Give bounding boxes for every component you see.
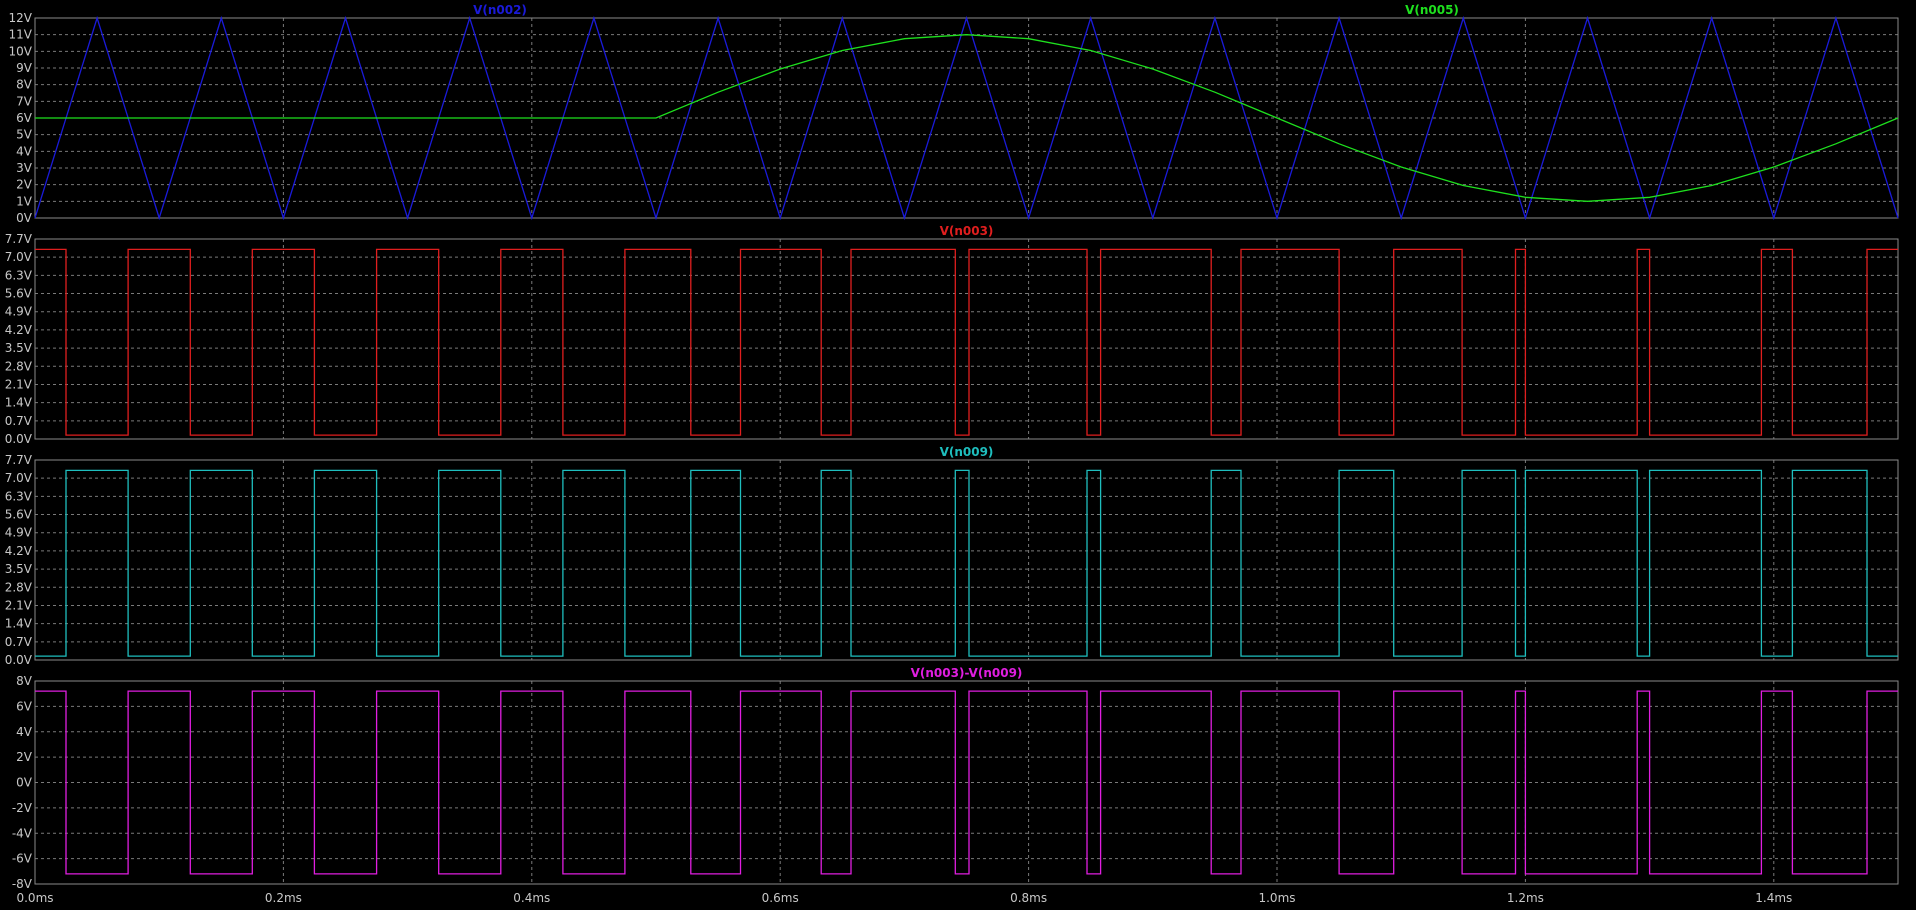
y-tick-label: 5.6V (5, 287, 33, 301)
y-tick-label: 4V (16, 725, 33, 739)
y-tick-label: 6V (16, 111, 33, 125)
trace-title: V(n002) (473, 3, 527, 17)
x-tick-label: 0.4ms (513, 891, 550, 905)
y-tick-label: 0.7V (5, 635, 33, 649)
y-tick-label: 6.3V (5, 268, 33, 282)
y-tick-label: -2V (12, 801, 33, 815)
y-tick-label: 6V (16, 699, 33, 713)
y-tick-label: 7.7V (5, 453, 33, 467)
x-tick-label: 0.6ms (762, 891, 799, 905)
y-tick-label: 10V (9, 44, 33, 58)
pane-frame (34, 680, 1899, 885)
y-tick-label: 7.7V (5, 232, 33, 246)
series-trace-v-n005- (35, 34, 1899, 202)
y-tick-label: 8V (16, 674, 33, 688)
y-tick-label: 1.4V (5, 396, 33, 410)
y-tick-label: 0.7V (5, 414, 33, 428)
plot-pane-2: 0.0V 0.7V 1.4V 2.1V 2.8V 3.5V 4.2V 4.9V 5.6V 6.3V… (5, 224, 1899, 446)
trace-title: V(n003)-V(n009) (911, 666, 1023, 680)
y-tick-label: 3.5V (5, 562, 33, 576)
y-tick-label: 0V (16, 776, 33, 790)
y-tick-label: 2.1V (5, 377, 33, 391)
y-tick-label: 0V (16, 211, 33, 225)
y-tick-label: 3V (16, 161, 33, 175)
y-tick-label: -4V (12, 826, 33, 840)
plot-pane-1: 0V 1V 2V 3V 4V 5V 6V 7V 8V 9V 10V 11V 12V V(n002) V(n0… (9, 3, 1899, 225)
x-tick-label: 0.8ms (1010, 891, 1047, 905)
y-tick-label: 2.1V (5, 598, 33, 612)
y-tick-label: -8V (12, 877, 33, 891)
series-trace-v-n003- (35, 248, 1898, 436)
y-tick-label: 4.2V (5, 544, 33, 558)
y-tick-label: 5V (16, 128, 33, 142)
trace-title: V(n009) (940, 445, 994, 459)
y-tick-label: -6V (12, 852, 33, 866)
y-tick-label: 4.2V (5, 323, 33, 337)
y-tick-label: 11V (9, 28, 33, 42)
trace-title: V(n003) (940, 224, 994, 238)
y-tick-label: 9V (16, 61, 33, 75)
y-tick-label: 8V (16, 78, 33, 92)
y-tick-label: 12V (9, 11, 33, 25)
y-tick-label: 0.0V (5, 653, 33, 667)
trace-title: V(n005) (1405, 3, 1459, 17)
series-trace-v-n002- (34, 15, 1899, 221)
y-tick-label: 1.4V (5, 617, 33, 631)
series-trace-v-n003-v-n009- (35, 690, 1898, 875)
pane-frame (34, 459, 1899, 661)
y-tick-label: 0.0V (5, 432, 33, 446)
y-tick-label: 2.8V (5, 359, 33, 373)
y-tick-label: 6.3V (5, 489, 33, 503)
series-trace-v-n009- (35, 469, 1898, 657)
y-tick-label: 4V (16, 144, 33, 158)
y-tick-label: 7.0V (5, 250, 33, 264)
y-tick-label: 3.5V (5, 341, 33, 355)
x-tick-label: 1.4ms (1755, 891, 1792, 905)
y-tick-label: 1V (16, 194, 33, 208)
x-tick-label: 1.2ms (1507, 891, 1544, 905)
y-tick-label: 7V (16, 94, 33, 108)
x-tick-label: 0.0ms (16, 891, 53, 905)
y-tick-label: 2.8V (5, 580, 33, 594)
y-tick-label: 2V (16, 178, 33, 192)
plot-pane-4: -8V -6V -4V -2V 0V 2V 4V 6V 8V V(n003)-V(n009) (12, 666, 1899, 891)
y-tick-label: 4.9V (5, 526, 33, 540)
x-tick-label: 0.2ms (265, 891, 302, 905)
pane-frame (34, 238, 1899, 440)
y-tick-label: 2V (16, 750, 33, 764)
plot-pane-3: 0.0V 0.7V 1.4V 2.1V 2.8V 3.5V 4.2V 4.9V 5.6V 6.3V… (5, 445, 1899, 667)
y-tick-label: 4.9V (5, 305, 33, 319)
y-tick-label: 7.0V (5, 471, 33, 485)
x-tick-label: 1.0ms (1258, 891, 1295, 905)
y-tick-label: 5.6V (5, 508, 33, 522)
